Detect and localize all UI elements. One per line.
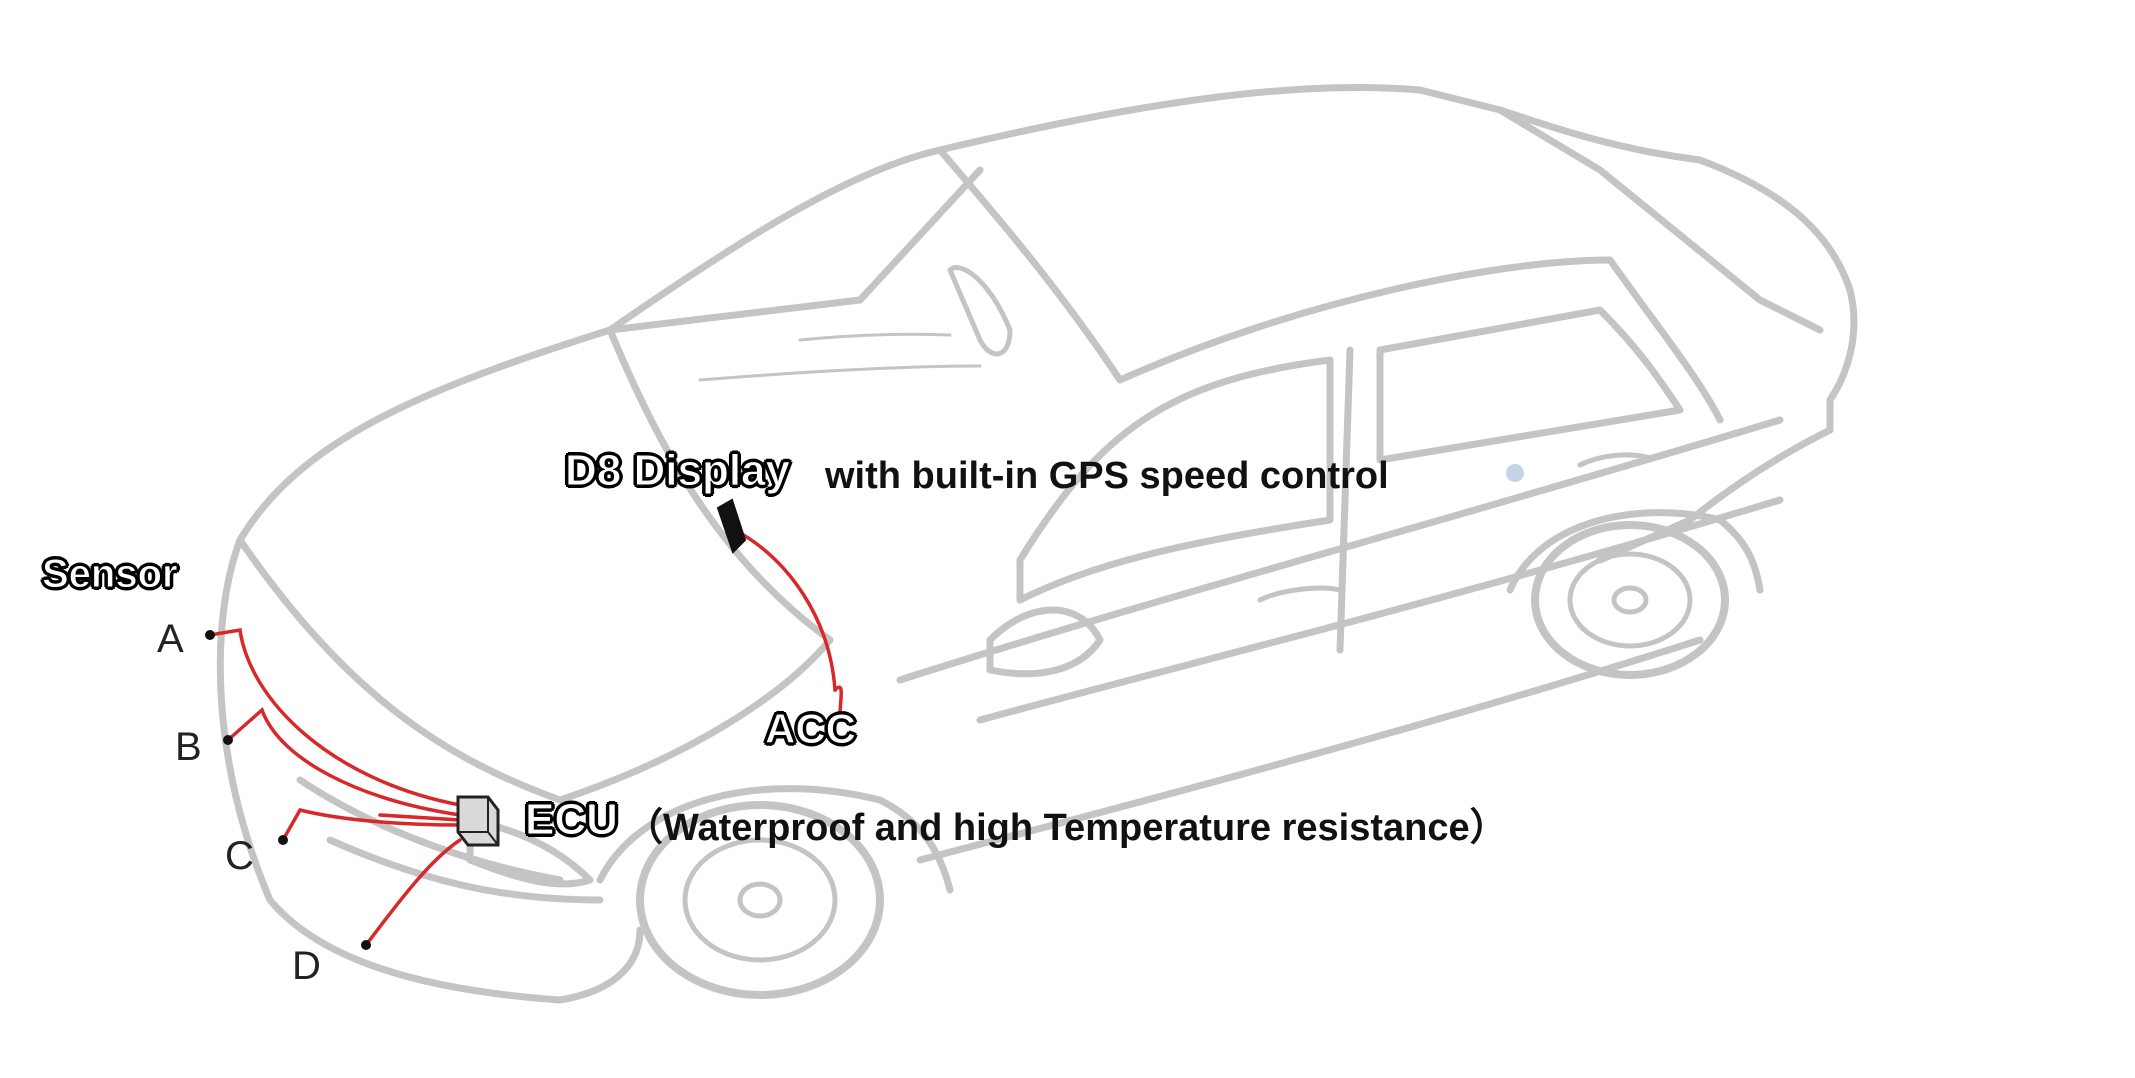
rearview-mirror [947, 265, 1013, 357]
front-bumper [216, 536, 644, 1004]
car-body-outline [236, 84, 1858, 564]
ecu-description: （Waterproof and high Temperature resista… [625, 807, 1508, 849]
sensor-d-point [361, 940, 371, 950]
side-mirror [986, 606, 1104, 678]
front-wheel [636, 801, 884, 999]
ecu-box [456, 795, 500, 847]
highlight-dot [1506, 464, 1524, 482]
sensor-c-label: C [225, 834, 254, 878]
sensor-a-label: A [157, 617, 184, 661]
d8-display-description: with built-in GPS speed control [825, 455, 1389, 497]
headlight [466, 816, 594, 888]
sensor-label: Sensor [42, 552, 179, 597]
ecu-label: ECU [525, 795, 619, 845]
sensor-d-label: D [292, 944, 321, 988]
side-window-front [1016, 356, 1334, 604]
wiring-harness [208, 528, 843, 947]
sensor-b-point [223, 735, 233, 745]
windshield [606, 166, 984, 334]
d8-display-unit [716, 498, 747, 554]
sensor-b-label: B [175, 725, 202, 769]
acc-label: ACC [765, 705, 857, 753]
rear-wheel [1531, 521, 1729, 679]
sensor-c-point [278, 835, 288, 845]
windshield-lower [606, 326, 834, 644]
d8-display-title: D8 Display [565, 446, 791, 496]
sensor-a-point [205, 630, 215, 640]
side-window-rear [1376, 306, 1684, 464]
